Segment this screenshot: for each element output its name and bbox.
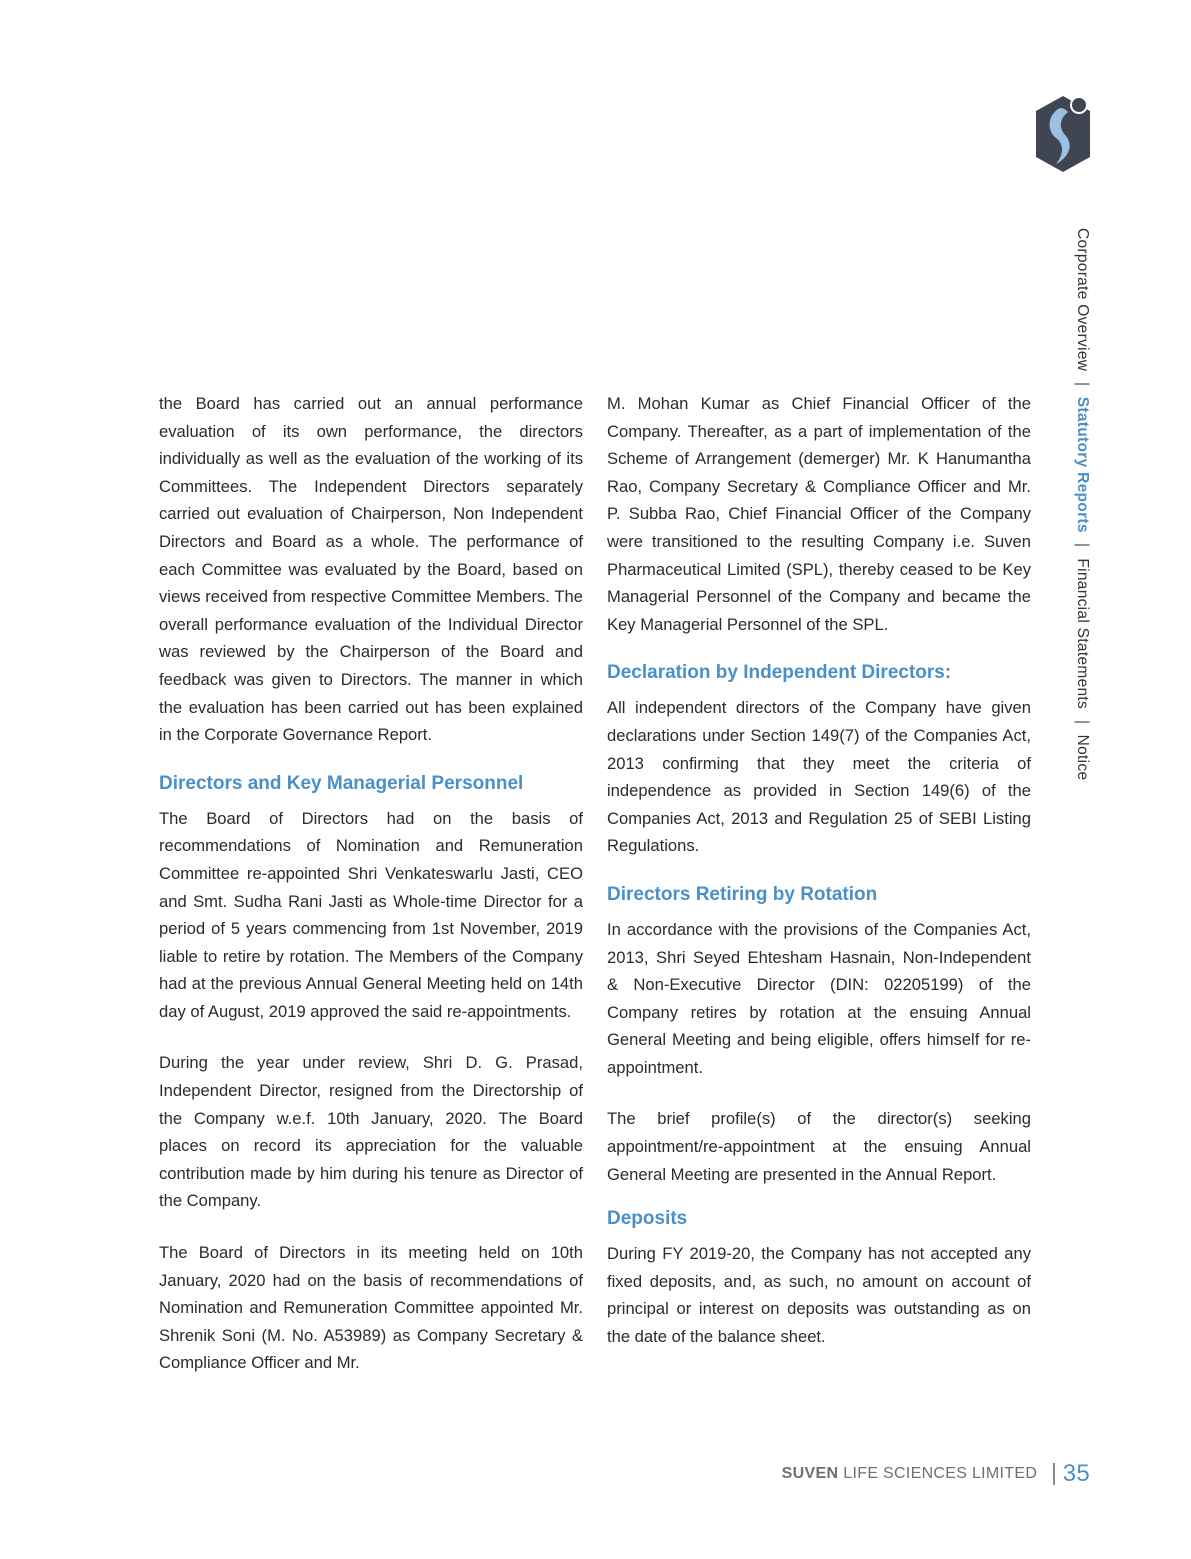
heading-retiring-rotation: Directors Retiring by Rotation — [607, 883, 878, 905]
nav-notice[interactable]: Notice — [1074, 734, 1091, 781]
footer-brand: SUVEN — [781, 1465, 839, 1482]
paragraph-appointment: The Board of Directors in its meeting he… — [159, 1243, 583, 1373]
heading-directors-kmp: Directors and Key Managerial Personnel — [159, 772, 524, 794]
left-column: the Board has carried out an annual perf… — [159, 390, 583, 1377]
nav-separator: | — [1074, 543, 1091, 548]
paragraph-retiring-rotation: In accordance with the provisions of the… — [607, 919, 1031, 1077]
section-navigation: Corporate Overview | Statutory Reports |… — [1073, 228, 1091, 780]
paragraph-kmp-transition: M. Mohan Kumar as Chief Financial Office… — [607, 394, 1031, 634]
page-footer: SUVEN LIFE SCIENCES LIMITED 35 — [782, 1460, 1090, 1488]
nav-separator: | — [1074, 381, 1091, 387]
heading-deposits: Deposits — [607, 1208, 688, 1230]
nav-financial-statements[interactable]: Financial Statements — [1074, 558, 1091, 710]
paragraph-resignation: During the year under review, Shri D. G.… — [159, 1053, 583, 1211]
footer-company-name: LIFE SCIENCES LIMITED — [843, 1465, 1038, 1482]
paragraph-declaration: All independent directors of the Company… — [607, 698, 1031, 856]
heading-declaration: Declaration by Independent Directors: — [607, 662, 952, 684]
company-logo-icon — [1036, 96, 1090, 172]
right-column: M. Mohan Kumar as Chief Financial Office… — [607, 390, 1031, 1351]
nav-statutory-reports[interactable]: Statutory Reports — [1074, 396, 1091, 533]
paragraph-reappointment: The Board of Directors had on the basis … — [159, 808, 583, 1021]
footer-divider — [1053, 1463, 1055, 1485]
paragraph-deposits: During FY 2019-20, the Company has not a… — [607, 1244, 1031, 1347]
nav-separator: | — [1074, 719, 1091, 725]
paragraph-profiles: The brief profile(s) of the director(s) … — [607, 1109, 1031, 1184]
page-number: 35 — [1062, 1460, 1090, 1487]
nav-corporate-overview[interactable]: Corporate Overview — [1074, 228, 1091, 372]
paragraph-board-evaluation: the Board has carried out an annual perf… — [159, 394, 583, 745]
